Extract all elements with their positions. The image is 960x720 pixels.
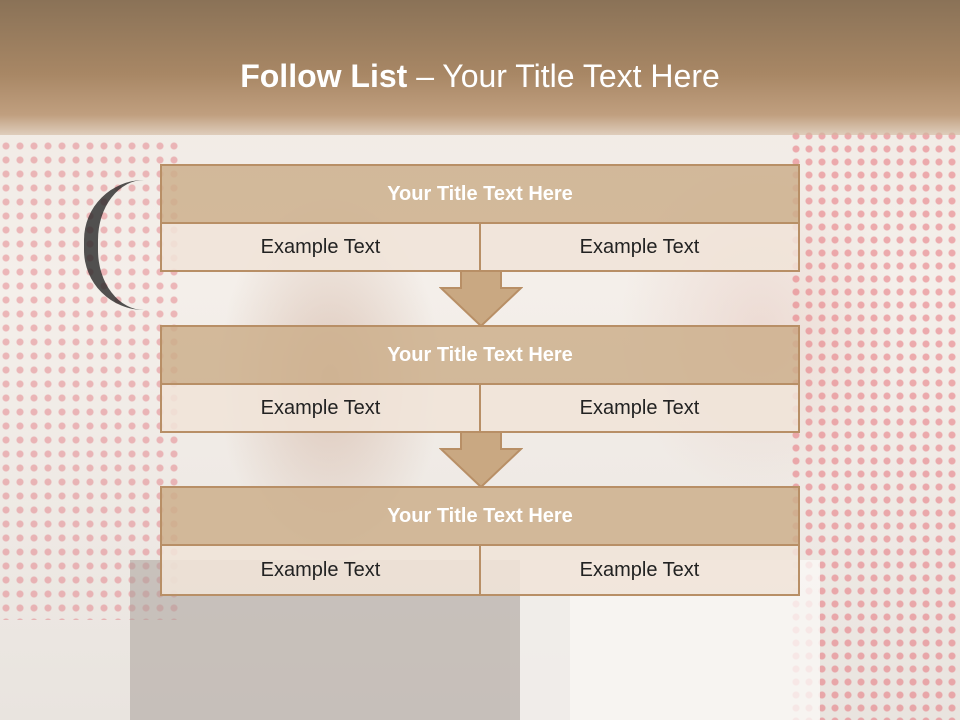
step-block-2: Your Title Text Here Example Text Exampl… — [160, 325, 800, 433]
step-cell-right: Example Text — [479, 385, 798, 431]
step-title: Your Title Text Here — [162, 488, 798, 546]
slide-title-bold: Follow List — [240, 58, 408, 94]
slide-title-rest: – Your Title Text Here — [407, 58, 720, 94]
down-arrow-icon — [439, 431, 523, 489]
step-cell-left: Example Text — [162, 224, 479, 270]
step-block-3: Your Title Text Here Example Text Exampl… — [160, 486, 800, 596]
step-title: Your Title Text Here — [162, 166, 798, 224]
down-arrow-icon — [439, 270, 523, 328]
header-band — [0, 0, 960, 135]
step-row: Example Text Example Text — [162, 546, 798, 594]
step-row: Example Text Example Text — [162, 385, 798, 431]
step-cell-left: Example Text — [162, 385, 479, 431]
slide-title: Follow List – Your Title Text Here — [0, 56, 960, 96]
step-row: Example Text Example Text — [162, 224, 798, 270]
step-title: Your Title Text Here — [162, 327, 798, 385]
step-cell-left: Example Text — [162, 546, 479, 594]
step-block-1: Your Title Text Here Example Text Exampl… — [160, 164, 800, 272]
step-cell-right: Example Text — [479, 224, 798, 270]
step-cell-right: Example Text — [479, 546, 798, 594]
